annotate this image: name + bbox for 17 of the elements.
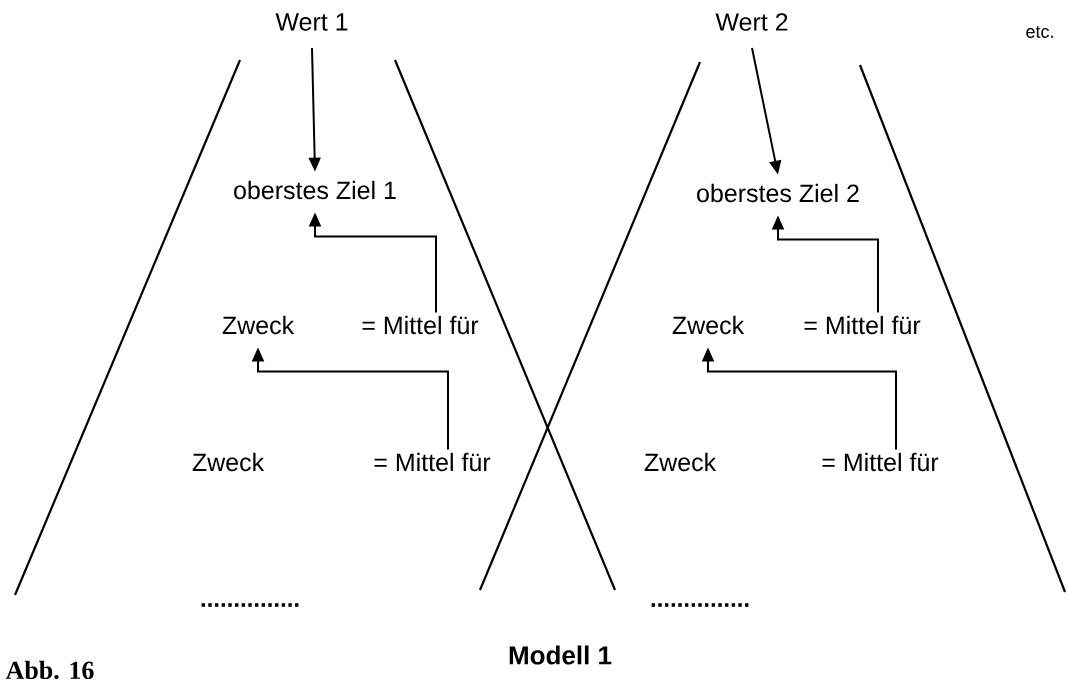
ellipsis-dots: ............... — [651, 603, 749, 607]
model-title: Modell 1 — [509, 645, 612, 665]
text-label: Wert 2 — [712, 10, 792, 34]
text-label: = Mittel für — [818, 449, 942, 475]
text-label: Zweck — [640, 449, 720, 475]
text-label: Wert 1 — [272, 10, 352, 34]
text-label: = Mittel für — [800, 312, 924, 338]
figure-number: Abb. 16 — [5, 660, 94, 680]
note-text: etc. — [1026, 26, 1053, 38]
text-label: Zweck — [218, 312, 298, 338]
text-label: Zweck — [668, 312, 748, 338]
text-label: oberstes Ziel 2 — [693, 180, 863, 206]
text-label: = Mittel für — [370, 449, 494, 475]
text-label: Zweck — [188, 449, 268, 475]
text-label: = Mittel für — [358, 312, 482, 338]
text-label: oberstes Ziel 1 — [230, 177, 400, 203]
ellipsis-dots: ............... — [201, 603, 299, 607]
